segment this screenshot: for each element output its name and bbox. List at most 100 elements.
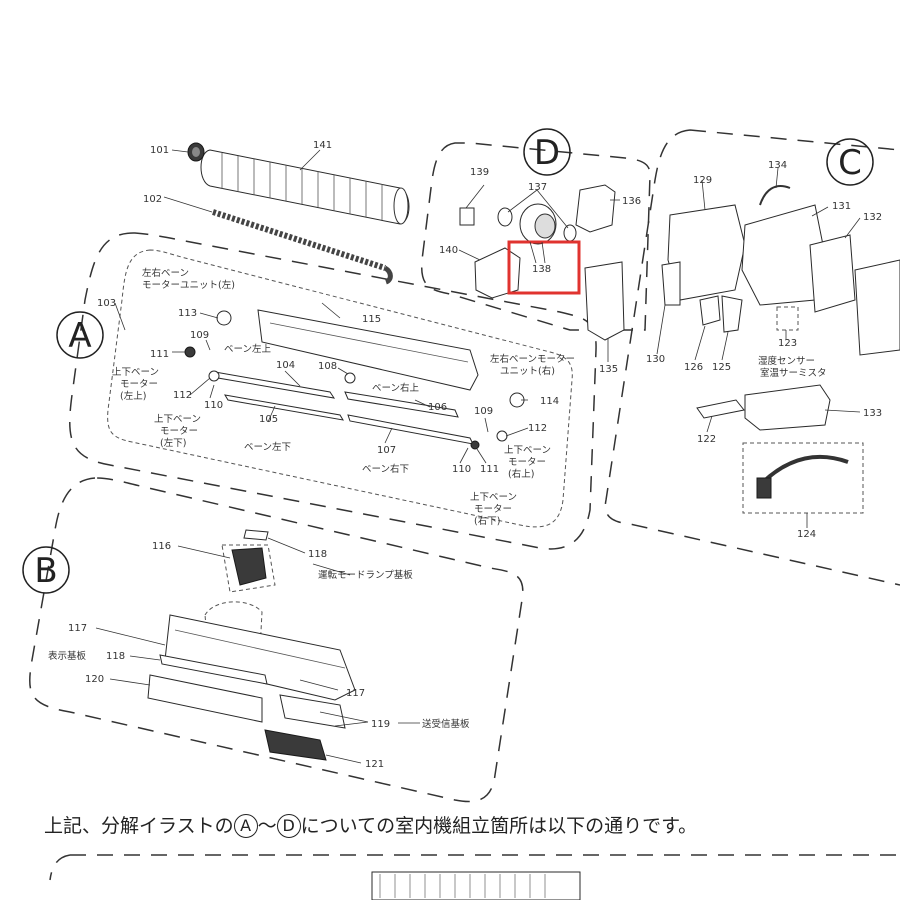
part-123: 123 <box>778 338 797 349</box>
mark-a: A <box>233 814 258 838</box>
part-108: 108 <box>318 361 337 372</box>
motor-bracket-136 <box>575 184 616 233</box>
lamp-board-118-top <box>243 529 269 541</box>
wire-harness-124 <box>758 454 849 487</box>
drain-hose <box>212 209 393 285</box>
part-111a: 111 <box>150 349 169 360</box>
label-ud-vane-motor-lu-1: 上下ベーン <box>112 367 159 378</box>
label-humidity-sensor-2: 室温サーミスタ <box>760 367 827 379</box>
label-mode-lamp-board: 運転モードランプ基板 <box>318 569 413 581</box>
label-ud-vane-motor-ld-2: モーター <box>160 426 198 437</box>
part-116: 116 <box>152 541 171 552</box>
vane-right-lower <box>347 414 474 445</box>
fan-bearing <box>187 142 205 162</box>
highlight-box-138 <box>507 240 581 295</box>
part-136: 136 <box>622 196 641 207</box>
module-116 <box>231 547 267 586</box>
display-board-118 <box>159 654 268 685</box>
part-126: 126 <box>684 362 703 373</box>
label-lr-vane-motor-right-1: 左右ベーンモーター <box>490 353 575 365</box>
transceiver-board-119 <box>279 694 346 729</box>
front-frame <box>164 614 356 701</box>
motor-111-left <box>184 346 196 358</box>
mark-d: D <box>276 814 301 838</box>
sensor-cable-134 <box>759 185 791 206</box>
harness-124-outline <box>742 442 864 514</box>
part-141: 141 <box>313 140 332 151</box>
part-126 <box>699 295 721 326</box>
group-a-inner-outline <box>107 249 573 528</box>
part-104: 104 <box>276 360 295 371</box>
label-vane-right-down: ベーン右下 <box>362 463 409 475</box>
label-ud-vane-motor-lu-2: モーター <box>120 379 158 390</box>
part-137: 137 <box>528 182 547 193</box>
part-101: 101 <box>150 145 169 156</box>
group-c-outline <box>604 129 900 586</box>
part-119: 119 <box>371 719 390 730</box>
group-b-outline <box>29 477 524 803</box>
part-125 <box>721 295 743 333</box>
part-107: 107 <box>377 445 396 456</box>
assembly-note-before: 上記、分解イラストの <box>44 815 234 837</box>
label-ud-vane-motor-lu-3: (左上) <box>120 390 146 402</box>
group-b-inner-outline <box>204 544 276 651</box>
connector-124 <box>756 477 772 499</box>
part-113: 113 <box>178 308 197 319</box>
motor-111-right <box>470 440 480 450</box>
leader-lines <box>95 149 861 764</box>
part-102: 102 <box>143 194 162 205</box>
pcb-132 <box>809 234 856 313</box>
control-box-129 <box>667 204 746 301</box>
vane-left-upper <box>214 371 336 399</box>
display-cover-120 <box>147 674 263 723</box>
part-118a: 118 <box>308 549 327 560</box>
label-ud-vane-motor-ru-1: 上下ベーン <box>504 445 551 456</box>
label-ud-vane-motor-rd-1: 上下ベーン <box>470 492 517 503</box>
part-112b: 112 <box>528 423 547 434</box>
label-transceiver-board: 送受信基板 <box>422 718 470 730</box>
label-ud-vane-motor-ld-1: 上下ベーン <box>154 414 201 425</box>
label-ud-vane-motor-ru-2: モーター <box>508 457 546 468</box>
motor-112-right <box>496 430 508 442</box>
label-lr-vane-motor-left-1: 左右ベーン <box>142 267 189 279</box>
part-110a: 110 <box>204 400 223 411</box>
part-118b: 118 <box>106 651 125 662</box>
japanese-annotations: 左右ベーン モーターユニット(左) 上下ベーン モーター (左上) 上下ベーン … <box>48 267 827 730</box>
cross-flow-fan <box>200 149 410 225</box>
vane-left-lower <box>224 394 344 421</box>
part-111b: 111 <box>480 464 499 475</box>
part-110b: 110 <box>452 464 471 475</box>
part-133: 133 <box>863 408 882 419</box>
part-114: 114 <box>540 396 559 407</box>
label-plate-122 <box>696 399 745 419</box>
svg-text:D: D <box>534 133 560 173</box>
label-lr-vane-motor-left-2: モーターユニット(左) <box>142 279 235 291</box>
part-122: 122 <box>697 434 716 445</box>
part-140: 140 <box>439 245 458 256</box>
part-120: 120 <box>85 674 104 685</box>
part-115: 115 <box>362 314 381 325</box>
fan-motor <box>497 203 577 245</box>
part-130 <box>661 261 681 306</box>
part-124: 124 <box>797 529 816 540</box>
part-134: 134 <box>768 160 787 171</box>
svg-text:B: B <box>34 551 57 591</box>
part-112a: 112 <box>173 390 192 401</box>
part-117b: 117 <box>346 688 365 699</box>
label-vane-left-up: ベーン左上 <box>224 343 272 355</box>
part-105: 105 <box>259 414 278 425</box>
part-130: 130 <box>646 354 665 365</box>
part-number-labels: 101 141 102 103 113 109 111 112 110 104 … <box>68 140 882 770</box>
receiver-cover-121 <box>264 729 327 761</box>
vane-right-upper <box>344 391 459 418</box>
label-vane-right-up: ベーン右上 <box>372 382 420 394</box>
clip-108 <box>344 372 356 384</box>
part-103: 103 <box>97 298 116 309</box>
part-109b: 109 <box>474 406 493 417</box>
svg-text:A: A <box>68 316 91 356</box>
label-display-board: 表示基板 <box>48 650 87 662</box>
part-117a: 117 <box>68 623 87 634</box>
lower-assembly-outline <box>49 854 900 881</box>
frame-133 <box>744 384 831 431</box>
